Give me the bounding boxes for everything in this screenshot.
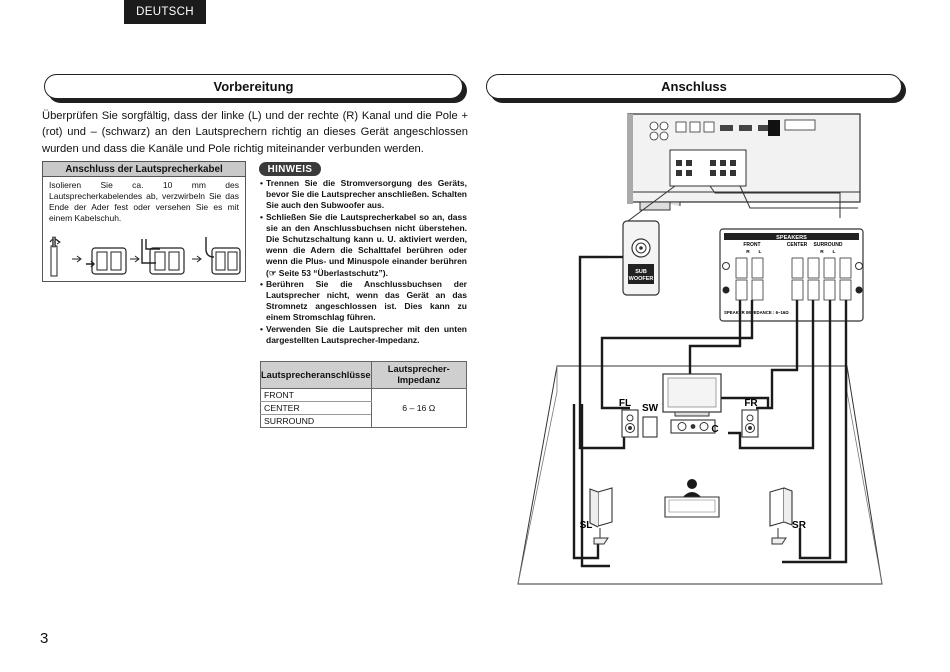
arrow-right-icon xyxy=(192,255,202,263)
front-r-label: R xyxy=(746,249,750,255)
hinweis-list: Trennen Sie die Stromversorgung des Gerä… xyxy=(260,178,467,346)
impedance-table: Lautsprecheranschlüsse Lautsprecher-Impe… xyxy=(260,361,468,428)
sub-label: SUB xyxy=(635,269,647,275)
woofer-label: WOOFER xyxy=(629,276,654,282)
surround-r-label: R xyxy=(820,249,824,255)
table-header: Lautsprecher-Impedanz xyxy=(370,361,468,389)
surround-l-label: L xyxy=(833,249,836,255)
speaker-sl-icon xyxy=(589,487,613,545)
table-header: Lautsprecheranschlüsse xyxy=(260,361,372,389)
hinweis-badge: HINWEIS xyxy=(259,162,321,176)
cable-strip-illustration xyxy=(49,236,241,277)
hinweis-item: Verwenden Sie die Lautsprecher mit den u… xyxy=(260,324,467,346)
speaker-fl-icon xyxy=(621,409,639,438)
intro-paragraph: Überprüfen Sie sorgfältig, dass der link… xyxy=(42,110,468,155)
group-surround: SURROUND xyxy=(814,242,843,248)
table-cell: FRONT xyxy=(260,388,372,402)
language-tab: DEUTSCH xyxy=(124,0,206,24)
speakers-terminal-callout: SPEAKERS FRONT CENTER SURROUND R L R L S… xyxy=(719,228,864,322)
speaker-connection-diagram: SUB WOOFER SPEAKERS FRONT CENTER SURROUN… xyxy=(517,113,883,585)
stripped-cable-icon xyxy=(50,236,58,277)
hinweis-item: Berühren Sie die Anschlussbuchsen der La… xyxy=(260,279,467,324)
label-fl: FL xyxy=(619,398,631,409)
tv-icon xyxy=(662,373,722,417)
subwoofer-icon xyxy=(642,416,658,438)
table-cell: SURROUND xyxy=(260,414,372,428)
speakers-panel-title: SPEAKERS xyxy=(776,235,807,241)
cable-box-title: Anschluss der Lautsprecherkabel xyxy=(43,162,245,177)
table-cell-impedance: 6 – 16 Ω xyxy=(370,388,468,428)
label-fr: FR xyxy=(744,398,758,409)
label-sr: SR xyxy=(792,520,807,531)
terminal-step-3 xyxy=(205,237,241,275)
group-center: CENTER xyxy=(787,242,808,248)
label-sl: SL xyxy=(580,520,593,531)
terminal-step-1 xyxy=(86,247,127,275)
hinweis-item: Trennen Sie die Stromversorgung des Gerä… xyxy=(260,178,467,212)
speaker-sr-icon xyxy=(769,487,793,545)
speaker-center-icon xyxy=(670,419,716,434)
impedance-label: SPEAKER IMPEDANCE : 6~16Ω xyxy=(724,310,789,315)
cable-box-text: Isolieren Sie ca. 10 mm des Lautsprecher… xyxy=(49,180,239,223)
subwoofer-jack-callout: SUB WOOFER xyxy=(622,220,660,296)
terminal-step-2 xyxy=(141,239,185,275)
label-c: C xyxy=(711,424,718,435)
section-title-vorbereitung: Vorbereitung xyxy=(44,74,463,99)
cable-connection-box: Anschluss der Lautsprecherkabel Isoliere… xyxy=(42,161,246,282)
front-l-label: L xyxy=(759,249,762,255)
page-number: 3 xyxy=(40,630,49,647)
speaker-fr-icon xyxy=(741,409,759,438)
hinweis-item: Schließen Sie die Lautsprecherkabel so a… xyxy=(260,212,467,279)
arrow-right-icon xyxy=(72,255,82,263)
group-front: FRONT xyxy=(743,242,760,248)
label-sw: SW xyxy=(642,403,659,414)
table-cell: CENTER xyxy=(260,401,372,415)
arrow-right-icon xyxy=(130,255,140,263)
section-title-anschluss: Anschluss xyxy=(486,74,902,99)
listener-icon xyxy=(664,479,720,518)
